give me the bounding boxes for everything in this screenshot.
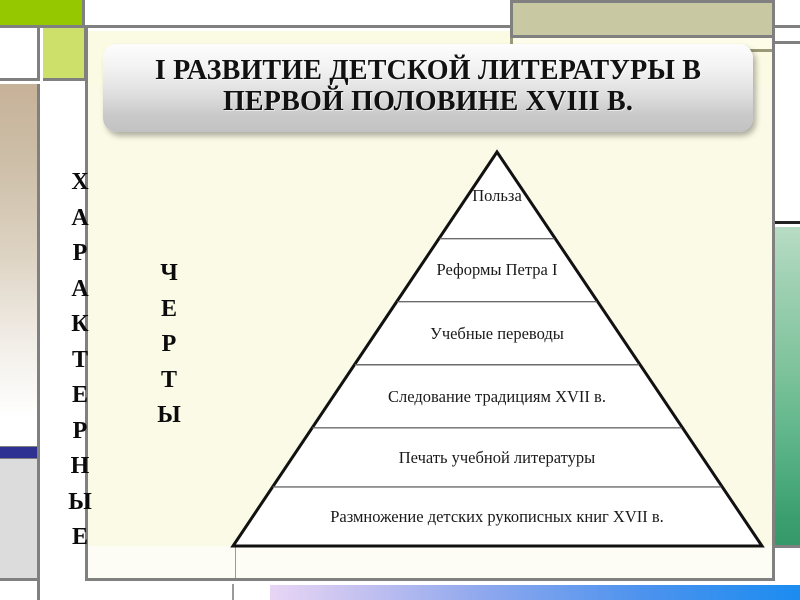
decor-white-block-right-upper <box>775 28 800 44</box>
pyramid-tier-label-3: Учебные переводы <box>430 323 564 343</box>
decor-white-block-bottom-left <box>0 581 40 600</box>
slide-title-plaque: I РАЗВИТИЕ ДЕТСКОЙ ЛИТЕРАТУРЫ В ПЕРВОЙ П… <box>103 44 753 132</box>
decor-bottom-tick-divider <box>232 584 234 600</box>
decor-bottom-panel-left <box>88 546 235 581</box>
harakternye-letter-6: Е <box>71 382 88 408</box>
decor-white-block-top-right-edge <box>775 0 800 28</box>
harakternye-letter-7: Р <box>72 417 88 444</box>
harakternye-letter-2: Р <box>72 240 88 266</box>
pyramid-tier-label-1: Польза <box>472 186 522 206</box>
harakternye-letter-9: Ы <box>68 488 92 515</box>
decor-green-gradient-strip-right <box>775 227 800 545</box>
decor-white-block-upper-left <box>0 28 40 81</box>
cherty-letter-3: Т <box>160 366 177 393</box>
pyramid-shape <box>230 149 765 548</box>
page-title: I РАЗВИТИЕ ДЕТСКОЙ ЛИТЕРАТУРЫ В ПЕРВОЙ П… <box>154 54 702 117</box>
pyramid-tier-label-4: Следование традициям XVII в. <box>388 386 606 406</box>
decor-tan-gradient-strip-left <box>0 84 40 446</box>
harakternye-letter-8: Н <box>70 453 90 479</box>
decor-khaki-block-top-right <box>510 0 775 38</box>
harakternye-letter-0: Х <box>71 169 89 195</box>
harakternye-letter-5: Т <box>71 346 88 373</box>
frame-divider-left <box>85 28 88 581</box>
frame-divider-bottom <box>88 578 772 581</box>
decor-light-green-block <box>43 28 87 81</box>
cherty-letter-4: Ы <box>157 402 181 428</box>
decor-white-block-right-middle <box>775 44 800 224</box>
harakternye-letter-10: Е <box>71 524 88 550</box>
pyramid-outline-svg <box>230 149 765 548</box>
decor-bottom-panel-right <box>235 546 772 581</box>
harakternye-letter-3: А <box>71 275 89 302</box>
decor-bottom-white-strip <box>43 584 270 600</box>
decor-white-strip-top <box>85 0 510 28</box>
harakternye-letter-1: А <box>71 204 89 231</box>
cherty-letter-0: Ч <box>160 260 178 286</box>
cherty-letter-2: Р <box>161 331 177 357</box>
pyramid-tier-label-2: Реформы Петра I <box>436 260 558 280</box>
decor-white-block-right-lower <box>775 545 800 581</box>
frame-divider-right <box>772 28 775 581</box>
decor-green-block-top-left <box>0 0 85 28</box>
cherty-letter-1: Е <box>160 295 177 322</box>
pyramid-divider-lines <box>272 237 722 488</box>
decor-blue-bar-left <box>0 446 40 459</box>
decor-gray-block-left <box>0 459 40 581</box>
pyramid-tier-label-6: Размножение детских рукописных книг XVII… <box>330 506 664 526</box>
decor-blue-gradient-bar-bottom <box>270 585 800 600</box>
pyramid-tier-label-5: Печать учебной литературы <box>398 447 596 467</box>
harakternye-letter-4: К <box>71 311 89 337</box>
